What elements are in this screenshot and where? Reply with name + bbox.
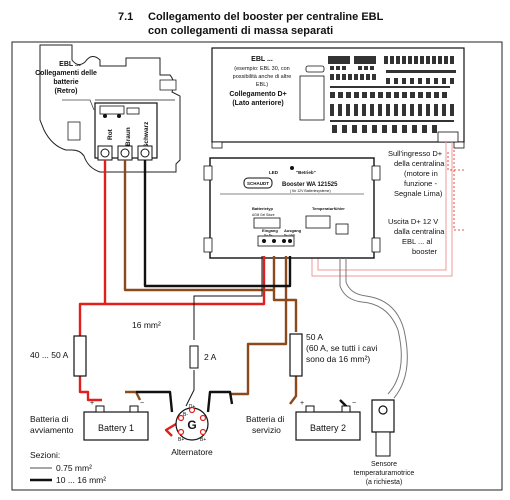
booster-brand: SCHAUDT [247,181,269,186]
alternator-bplus-left: B+ [178,437,184,443]
service-battery-label-1: Batteria di [246,414,284,424]
legend-thin-label: 0.75 mm² [56,463,92,473]
left-panel-title: EBL ... [59,61,81,68]
ebl-rear-panel: Rot Braun Schwarz [39,44,181,173]
output-pins: B+ GND [284,233,296,237]
right-panel-line2: (esempio: EBL 30, con [234,66,289,72]
legend-title: Sezioni: [30,450,60,460]
input-pins: D+ B+ [264,233,273,237]
right-panel-line3: possibilità anche di altre [233,74,292,80]
battery-type-options: AGM Gel Säure [252,213,275,217]
led-indicator [290,166,294,170]
brown-wire [123,160,298,405]
alternator-g: G [187,418,196,432]
input-label: Eingang [262,228,278,233]
legend-thick-label: 10 ... 16 mm² [56,475,106,485]
left-panel-line2: Collegamenti delle [35,70,97,77]
dplus-input-note-4: funzione - [404,179,437,188]
booster-unit [203,157,381,259]
dplus-output-note-1: Uscita D+ 12 V [388,217,438,226]
led-status-label: "Betrieb" [296,170,316,175]
sensor-label-3: (a richiesta) [366,479,403,486]
terminal-label-rot: Rot [107,128,114,140]
left-panel-line3: batterie [53,79,78,86]
battery-2 [295,405,361,441]
terminal-label-braun: Braun [125,127,132,146]
ebl-dplus-connector [437,131,459,143]
dplus-input-note-3: (motore in [404,169,438,178]
fuse-middle-label: 2 A [204,352,217,362]
sensor-label-2: temperaturamotrice [354,470,415,477]
caravan-symbol-icon [126,107,140,115]
right-panel-title: EBL ... [251,56,273,63]
starter-battery-label-2: avviamento [30,425,74,435]
outer-frame [11,41,503,491]
fuse-right-label-2: (60 A, se tutti i cavi [306,343,377,353]
led-label: LED [269,170,279,175]
dplus-signal-wire [185,370,195,407]
sensor-cable [339,258,408,399]
left-panel-line4: (Retro) [55,88,78,95]
dplus-input-note-2: della centralina [394,159,445,168]
starter-battery-label-1: Batteria di [30,414,68,424]
alternator-dplus: D+ [189,404,196,410]
sensor-label-1: Sensore [371,461,397,468]
ebl-fuse-panel [328,56,456,133]
battery-type-label: Batterietyp [252,206,273,211]
battery-2-minus: − [352,400,356,407]
terminal-screws [97,145,153,161]
fuse-middle [189,345,199,369]
battery-1-plus: + [90,400,94,407]
right-panel-line4: EBL) [256,82,268,88]
dplus-pointer-arrows [447,150,464,231]
dplus-output-note-4: booster [412,247,438,256]
vehicle-symbol-icon [99,105,125,115]
title-line-2: con collegamenti di massa separati [148,25,333,37]
temp-sensor-port [335,223,349,235]
ebl-front-panel [211,47,465,149]
red-wire [78,160,266,437]
terminal-label-schwarz: Schwarz [143,121,150,148]
battery-1 [83,405,149,441]
section-number: 7.1 [118,11,133,23]
cable-size-label: 16 mm² [132,320,161,330]
fuse-right [289,333,303,377]
alternator-label: Alternatore [171,447,213,457]
booster-model: Booster WA 121525 [282,182,338,188]
output-label: Ausgang [284,228,302,233]
fuse-right-label-3: sono da 16 mm²) [306,354,370,364]
temp-sensor-label: Temperaturfühler [312,206,345,211]
ebl-brand-icon [305,65,325,73]
cable-section-legend: Sezioni: 0.75 mm² 10 ... 16 mm² [30,450,106,485]
alternator-bplus-right: B+ [200,437,206,443]
battery-1-label: Battery 1 [98,423,134,433]
alternator-icon [175,406,209,441]
dplus-signal-wire-upper [193,256,263,340]
dplus-wires [311,142,453,277]
dplus-output-note-2: dalla centralina [394,227,445,236]
alternator-bminus: B- [183,412,188,418]
temperature-sensor-icon [371,399,395,457]
right-panel-line6: (Lato anteriore) [232,100,283,107]
fuse-right-label-1: 50 A [306,332,323,342]
right-panel-line5: Collegamento D+ [229,91,286,98]
battery-2-plus: + [300,400,304,407]
booster-model-sub: ( für 12V Batteriesysteme) [290,189,331,193]
battery-1-minus: − [140,400,144,407]
battery-2-label: Battery 2 [310,423,346,433]
fuse-left-label: 40 ... 50 A [30,350,69,360]
dplus-input-note-1: Sull'ingresso D+ [388,149,443,158]
title-line-1: Collegamento del booster per centraline … [148,11,384,23]
dplus-output-note-3: EBL ... al [402,237,432,246]
fuse-left [73,335,87,377]
dplus-input-note-5: Segnale Lima) [394,189,443,198]
service-battery-label-2: servizio [252,425,281,435]
